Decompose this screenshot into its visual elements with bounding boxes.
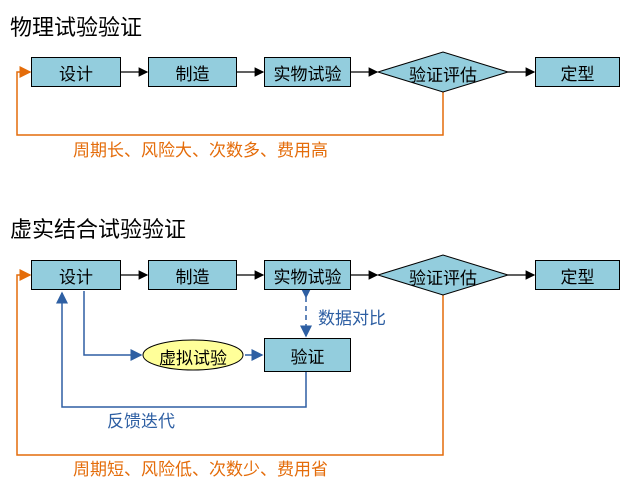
section1-feedback-note: 周期长、风险大、次数多、费用高: [73, 141, 328, 161]
virtual-test-ellipse: [142, 339, 244, 371]
step-finalize-2: 定型: [535, 260, 620, 290]
step-design-1: 设计: [31, 57, 121, 87]
evaluation-diamond-2: [376, 254, 510, 296]
section1-title: 物理试验验证: [10, 16, 143, 41]
step-manufacture-2: 制造: [148, 260, 237, 290]
iteration-feedback-arrow: [56, 291, 307, 408]
virtual-test-label: 虚拟试验: [159, 349, 227, 369]
section1-connectors: [16, 51, 536, 136]
feedback-loop-orange-1: [16, 66, 444, 136]
step-evaluation-1: 验证评估: [409, 66, 477, 86]
step-evaluation-2: 验证评估: [409, 269, 477, 289]
iteration-label: 反馈迭代: [107, 412, 175, 432]
step-manufacture-1: 制造: [148, 57, 237, 87]
section2-feedback-note: 周期短、风险低、次数少、费用省: [73, 460, 328, 480]
step-physical-test-1: 实物试验: [264, 57, 351, 87]
step-design-2: 设计: [31, 260, 121, 290]
section2-title: 虚实结合试验验证: [10, 218, 187, 243]
step-finalize-1: 定型: [535, 57, 620, 87]
step-physical-test-2: 实物试验: [264, 260, 351, 290]
arrow-design-to-virtual-test: [83, 291, 143, 361]
evaluation-diamond-1: [376, 51, 510, 93]
feedback-loop-orange-2: [16, 269, 444, 456]
verify-box: 验证: [264, 338, 351, 372]
data-compare-label: 数据对比: [318, 309, 386, 329]
section2-connectors: [16, 254, 536, 456]
